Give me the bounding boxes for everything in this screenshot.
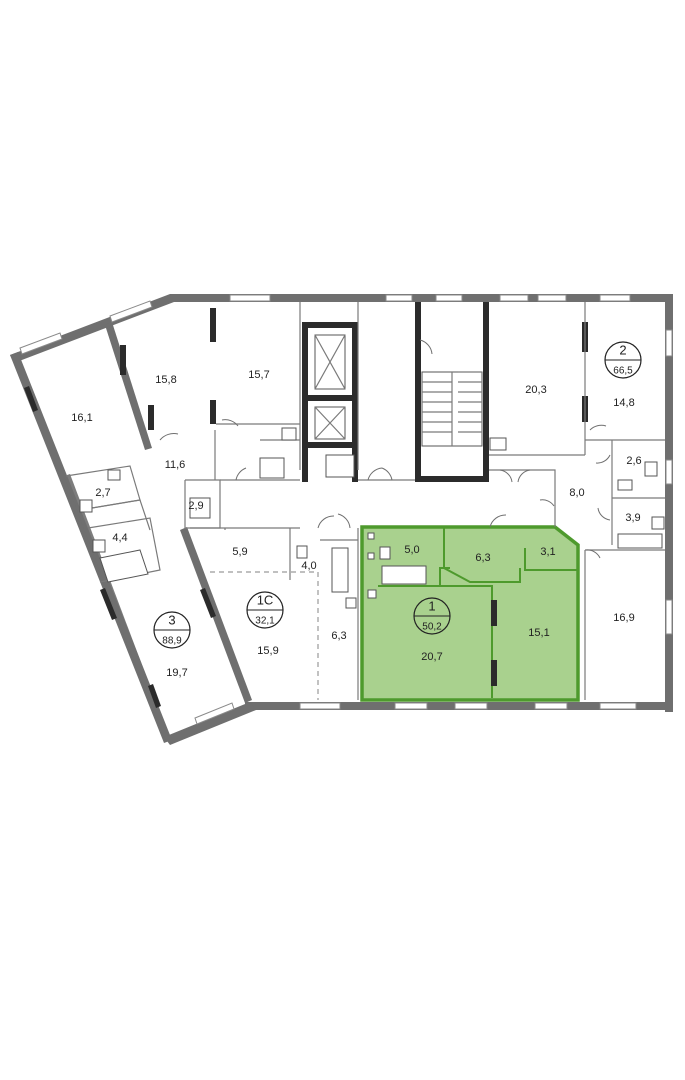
room-area: 4,0: [301, 560, 316, 572]
vent-icon: [367, 552, 375, 560]
room-area: 3,9: [625, 512, 640, 524]
room-area: 5,0: [404, 544, 419, 556]
fixtures: [79, 427, 665, 609]
room-area: 8,0: [569, 487, 584, 499]
sink-icon: [281, 427, 297, 441]
apartment-area: 66,5: [613, 366, 633, 377]
apartment-area: 88,9: [162, 636, 182, 647]
apartment-marker-1c[interactable]: 1С 32,1: [246, 591, 284, 629]
apartment-marker-1[interactable]: 1 50,2: [413, 597, 451, 635]
sink-icon: [651, 516, 665, 530]
washing-machine-icon: [259, 457, 285, 479]
apartment-marker-2[interactable]: 2 66,5: [604, 341, 642, 379]
room-area: 3,1: [540, 546, 555, 558]
sink-icon: [107, 469, 121, 481]
apartment-area: 32,1: [255, 616, 275, 627]
room-area: 6,3: [475, 552, 490, 564]
apartment-area: 50,2: [422, 622, 442, 633]
toilet-icon: [79, 499, 93, 513]
toilet-icon: [296, 545, 308, 559]
utility-icon: [189, 497, 211, 519]
windows: [19, 294, 673, 725]
bathtub-icon: [617, 533, 663, 549]
room-area: 2,9: [188, 500, 203, 512]
room-area: 2,7: [95, 487, 110, 499]
room-area: 5,9: [232, 546, 247, 558]
apartment-number: 1С: [257, 592, 274, 607]
apartment-number: 2: [619, 342, 626, 357]
interior-walls: [24, 302, 665, 708]
room-area: 19,7: [166, 667, 187, 679]
apartment-number: 1: [428, 598, 435, 613]
room-area: 14,8: [613, 397, 634, 409]
room-area: 16,1: [71, 412, 92, 424]
room-area: 15,9: [257, 645, 278, 657]
bathtub-icon: [381, 565, 427, 585]
room-labels: 16,1 15,8 15,7 20,3 14,8 11,6 2,7 4,4 2,…: [71, 369, 641, 679]
room-area: 15,8: [155, 374, 176, 386]
doors: [159, 339, 611, 559]
apartment-number: 3: [168, 612, 175, 627]
vent-icon: [367, 589, 377, 599]
room-area: 15,1: [528, 627, 549, 639]
washing-machine-icon: [325, 454, 355, 478]
bathtub-icon: [331, 547, 349, 593]
staircase-icon: [421, 371, 483, 447]
apartment-marker-3[interactable]: 3 88,9: [153, 611, 191, 649]
room-area: 16,9: [613, 612, 634, 624]
room-area: 2,6: [626, 455, 641, 467]
room-area: 11,6: [165, 459, 186, 471]
sink-icon: [345, 597, 357, 609]
vent-icon: [367, 532, 375, 540]
toilet-icon: [379, 546, 391, 560]
sink-icon: [617, 479, 633, 491]
room-area: 15,7: [248, 369, 269, 381]
bathtub-icon: [99, 549, 149, 583]
room-area: 6,3: [331, 630, 346, 642]
room-area: 4,4: [112, 532, 127, 544]
room-area: 20,3: [525, 384, 546, 396]
room-area: 20,7: [421, 651, 442, 663]
toilet-icon: [644, 461, 658, 477]
toilet-icon: [92, 539, 106, 553]
sink-icon: [489, 437, 507, 451]
